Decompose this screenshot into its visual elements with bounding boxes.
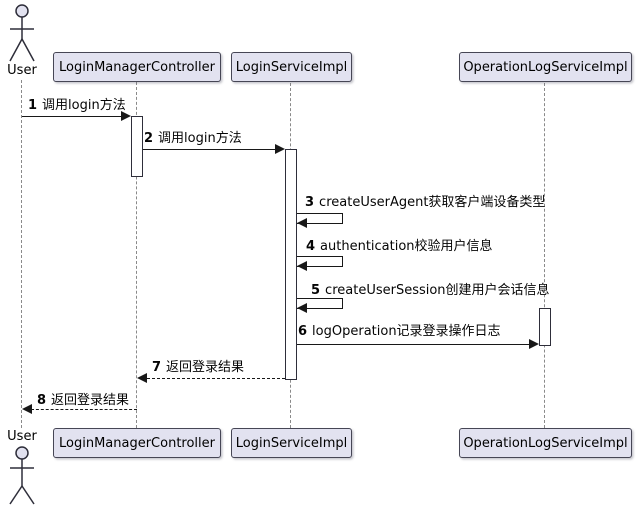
activation-bar-login-service-impl — [285, 149, 297, 380]
participant-operation-log-service-impl-top: OperationLogServiceImpl — [459, 52, 632, 82]
participant-login-service-impl-top: LoginServiceImpl — [231, 52, 352, 82]
message-8-label: 8 返回登录结果 — [37, 393, 129, 408]
message-4-label: 4 authentication校验用户信息 — [306, 239, 493, 254]
message-7-number: 7 — [152, 360, 162, 375]
lifeline-login-manager-controller — [136, 82, 137, 428]
message-1-label: 1 调用login方法 — [28, 98, 126, 113]
message-6-line — [297, 344, 530, 345]
message-2-arrowhead — [275, 144, 285, 154]
message-1-text: 调用login方法 — [42, 98, 126, 113]
message-8-line — [31, 409, 137, 410]
message-4-text: authentication校验用户信息 — [320, 239, 493, 254]
message-6-arrowhead — [529, 339, 539, 349]
message-6-text: logOperation记录登录操作日志 — [312, 324, 501, 339]
participant-login-manager-controller-top: LoginManagerController — [53, 52, 221, 82]
message-5-text: createUserSession创建用户会话信息 — [325, 283, 550, 298]
actor-figure-top — [9, 4, 35, 62]
activation-bar-login-manager-controller — [131, 116, 143, 177]
lifeline-user — [21, 80, 22, 428]
message-2-line — [143, 149, 276, 150]
message-4-arrowhead — [297, 261, 307, 271]
message-2-label: 2 调用login方法 — [144, 131, 242, 146]
message-5-label: 5 createUserSession创建用户会话信息 — [311, 283, 550, 298]
participant-login-manager-controller-bottom: LoginManagerController — [53, 428, 221, 458]
message-1-number: 1 — [28, 98, 38, 113]
message-8-arrowhead — [22, 404, 32, 414]
message-5-arrowhead — [297, 303, 307, 313]
message-8-text: 返回登录结果 — [51, 393, 130, 408]
message-7-arrowhead — [137, 373, 147, 383]
message-8-number: 8 — [37, 393, 47, 408]
message-3-self-loop — [297, 213, 343, 224]
message-1-arrowhead — [121, 111, 131, 121]
message-4-self-loop — [297, 256, 343, 267]
message-3-arrowhead — [297, 218, 307, 228]
participant-operation-log-service-impl-bottom: OperationLogServiceImpl — [459, 428, 632, 458]
message-5-self-loop — [297, 298, 343, 309]
actor-head — [15, 446, 29, 460]
message-3-label: 3 createUserAgent获取客户端设备类型 — [305, 195, 545, 210]
message-7-text: 返回登录结果 — [166, 360, 245, 375]
activation-bar-operation-log-service-impl — [539, 308, 551, 346]
participant-login-service-impl-bottom: LoginServiceImpl — [231, 428, 352, 458]
message-4-number: 4 — [306, 239, 316, 254]
message-7-line — [147, 378, 285, 379]
message-7-label: 7 返回登录结果 — [152, 360, 244, 375]
message-2-text: 调用login方法 — [158, 131, 242, 146]
message-6-label: 6 logOperation记录登录操作日志 — [298, 324, 501, 339]
actor-head — [15, 4, 29, 18]
actor-label-top: User — [7, 63, 37, 78]
message-6-number: 6 — [298, 324, 308, 339]
message-3-number: 3 — [305, 195, 315, 210]
message-3-text: createUserAgent获取客户端设备类型 — [319, 195, 546, 210]
message-1-line — [22, 116, 124, 117]
message-5-number: 5 — [311, 283, 321, 298]
actor-figure-bottom — [9, 446, 35, 505]
message-2-number: 2 — [144, 131, 154, 146]
lifeline-operation-log-service-impl — [544, 83, 545, 428]
actor-label-bottom: User — [7, 429, 37, 444]
